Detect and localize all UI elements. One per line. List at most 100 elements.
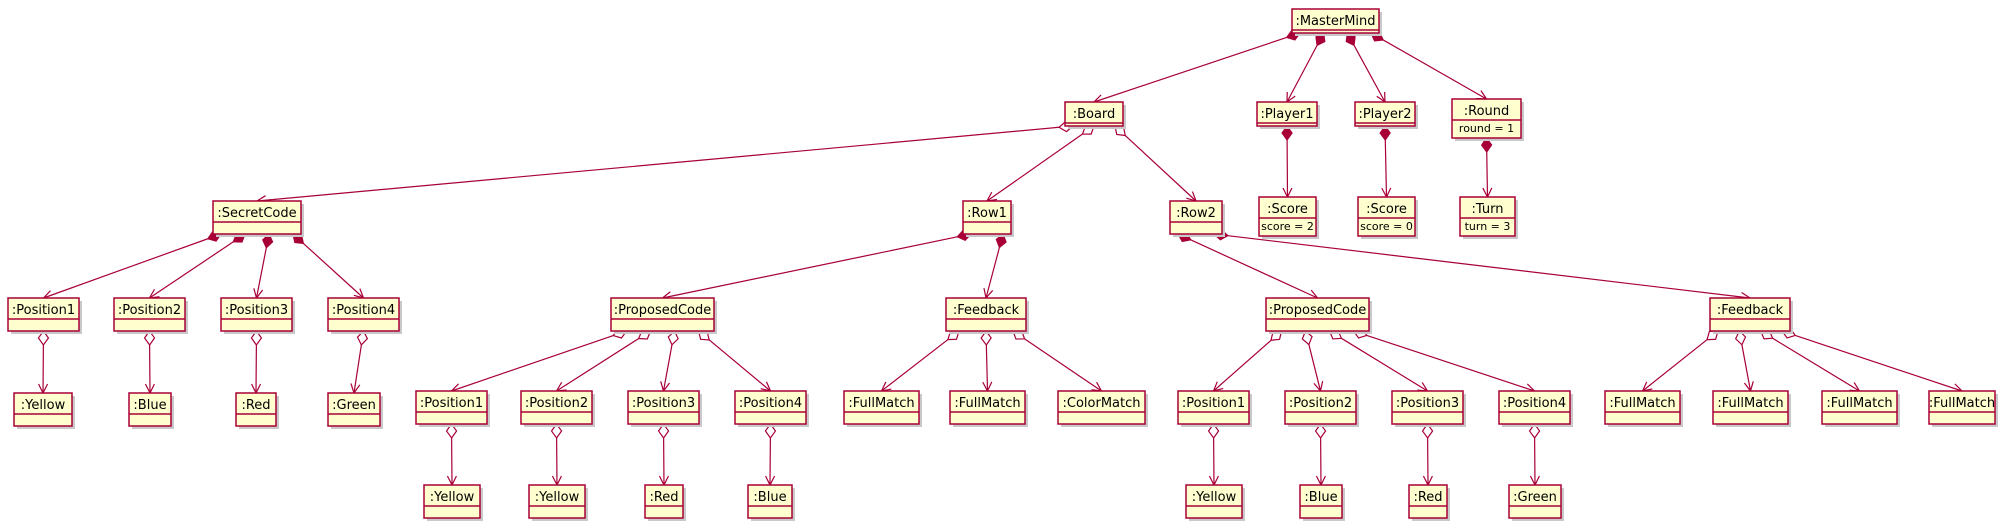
object-box	[415, 390, 488, 425]
objects-layer: :MasterMind:Board:Player1:Player2:Roundr…	[7, 8, 1998, 521]
link-r1_proposed-r1_pos3	[660, 329, 679, 393]
link-row1-r1_feedback	[983, 233, 1007, 300]
object-name: :Player2	[1358, 107, 1411, 122]
link-line	[1384, 139, 1388, 198]
object-r1_proposed: :ProposedCode	[610, 297, 717, 334]
link-r2_pos1-r2_c1	[1207, 422, 1220, 487]
object-name: :Score	[1267, 202, 1308, 217]
object-name: :Green	[332, 398, 376, 413]
object-sc_green: :Green	[327, 392, 383, 429]
object-box	[610, 297, 715, 332]
link-board-secretcode	[255, 120, 1075, 206]
object-name: :Red	[1413, 490, 1442, 505]
object-box	[1291, 8, 1380, 34]
object-r1_c3: :Red	[644, 484, 686, 521]
object-r2_c2: :Blue	[1299, 484, 1345, 521]
link-mastermind-player2	[1345, 32, 1386, 104]
link-row2-r2_proposed	[1177, 231, 1319, 299]
object-box	[1357, 196, 1416, 237]
object-box	[1712, 390, 1789, 425]
link-line	[1024, 338, 1102, 392]
object-box	[212, 200, 302, 235]
link-line	[1093, 36, 1287, 103]
object-name: :FullMatch	[954, 396, 1020, 411]
link-line	[353, 344, 362, 394]
link-r2_proposed-r2_pos1	[1212, 330, 1283, 392]
object-r1_c4: :Blue	[747, 484, 795, 521]
object-name: :FullMatch	[848, 396, 914, 411]
link-line	[1795, 334, 1963, 392]
object-name: :Row2	[1176, 206, 1216, 221]
object-r1_cm: :ColorMatch	[1057, 390, 1148, 427]
object-box	[1821, 390, 1898, 425]
object-name: :Position3	[225, 303, 288, 318]
object-name: :ProposedCode	[1269, 303, 1367, 318]
object-r2_fm2: :FullMatch	[1712, 390, 1791, 427]
object-name: :Red	[241, 398, 270, 413]
object-name: :Yellow	[1192, 490, 1237, 505]
link-r1_proposed-r1_pos1	[450, 327, 628, 393]
object-name: :Position4	[739, 396, 802, 411]
object-box	[734, 390, 807, 425]
object-box	[1064, 101, 1124, 127]
object-r2_feedback: :Feedback	[1709, 297, 1793, 334]
aggregation-diamond-icon	[667, 329, 679, 346]
arrowhead-icon	[1417, 382, 1429, 392]
object-name: :Position4	[1503, 396, 1566, 411]
link-line	[1213, 339, 1272, 392]
object-box	[1258, 196, 1317, 237]
object-box	[128, 392, 172, 427]
arrowhead-icon	[1476, 90, 1488, 100]
object-attribute: score = 0	[1360, 220, 1413, 233]
object-r2_c3: :Red	[1408, 484, 1450, 521]
object-box	[13, 392, 73, 427]
object-r2_fm4: :FullMatch	[1928, 390, 1998, 427]
object-box	[1408, 484, 1448, 519]
object-box	[235, 392, 277, 427]
link-line	[1286, 45, 1318, 103]
object-name: :Position4	[332, 303, 395, 318]
link-line	[302, 242, 364, 299]
object-attribute: score = 2	[1261, 220, 1314, 233]
object-r1_c1: :Yellow	[423, 484, 483, 521]
link-player2-score2	[1379, 124, 1392, 199]
link-line	[1382, 39, 1487, 100]
link-line	[1642, 339, 1708, 392]
object-name: :Turn	[1472, 202, 1504, 217]
object-name: :Yellow	[21, 398, 66, 413]
object-r1_pos1: :Position1	[415, 390, 490, 427]
object-r2_fm3: :FullMatch	[1821, 390, 1900, 427]
object-box	[1354, 101, 1416, 127]
link-board-row2	[1114, 125, 1197, 202]
object-box	[1604, 390, 1681, 425]
object-name: :Position1	[12, 303, 75, 318]
link-line	[1227, 235, 1751, 299]
object-secretcode: :SecretCode	[212, 200, 304, 237]
object-r2_c4: :Green	[1508, 484, 1564, 521]
object-name: :Green	[1513, 490, 1557, 505]
link-board-row1	[985, 125, 1095, 202]
link-sc_pos4-sc_green	[350, 329, 369, 395]
object-name: :MasterMind	[1295, 14, 1375, 29]
object-name: :Feedback	[1717, 303, 1784, 318]
link-line	[556, 338, 640, 392]
object-box	[220, 297, 293, 332]
link-secretcode-sc_pos4	[292, 233, 365, 299]
link-line	[985, 344, 989, 392]
link-r1_feedback-r1_fm2	[980, 329, 993, 393]
link-r2_pos3-r2_c3	[1421, 422, 1434, 487]
object-name: :Position3	[632, 396, 695, 411]
object-player1: :Player1	[1256, 101, 1320, 129]
object-r2_fm1: :FullMatch	[1604, 390, 1683, 427]
object-box	[327, 297, 400, 332]
object-box	[1177, 390, 1250, 425]
object-box	[1299, 484, 1343, 519]
object-r1_pos4: :Position4	[734, 390, 809, 427]
link-line	[1124, 135, 1197, 202]
object-name: :Position2	[118, 303, 181, 318]
object-sc_pos1: :Position1	[7, 297, 82, 334]
link-r2_pos2-r2_c2	[1314, 422, 1327, 487]
object-r2_pos1: :Position1	[1177, 390, 1252, 427]
